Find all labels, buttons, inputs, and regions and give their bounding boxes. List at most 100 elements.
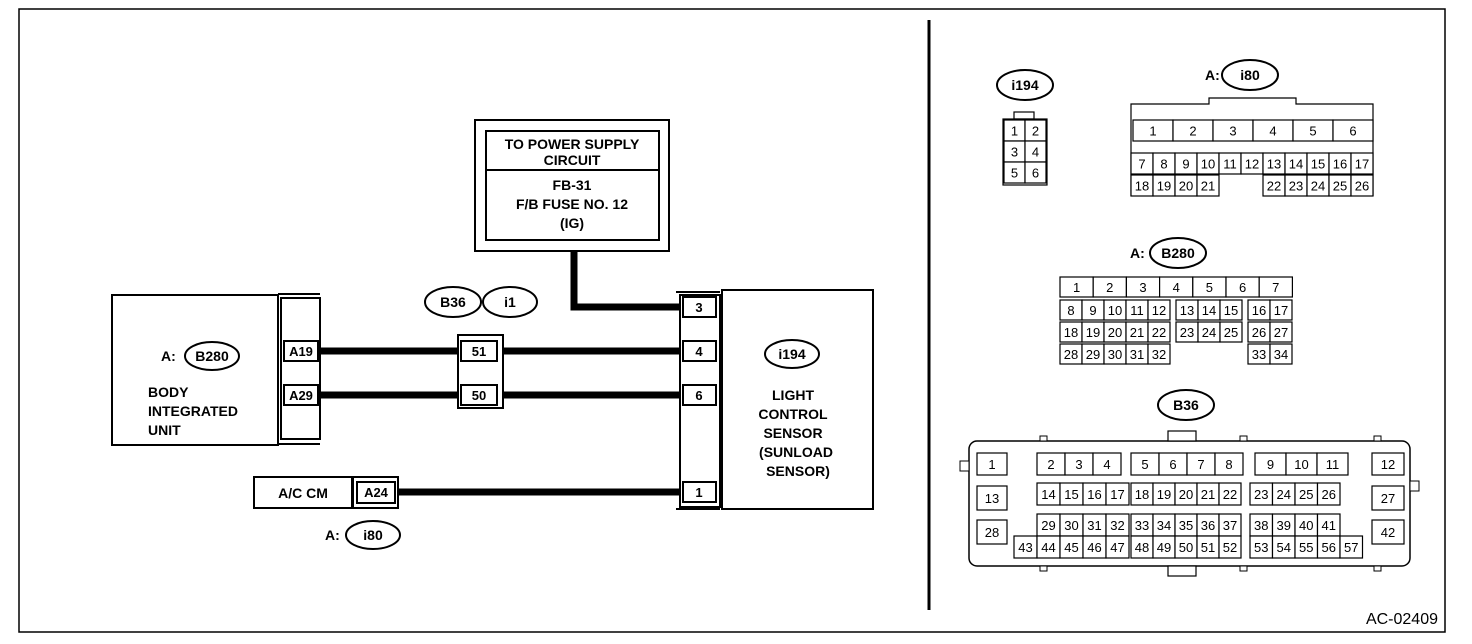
pin-cell	[1024, 161, 1047, 184]
pin-number: 24	[1311, 179, 1325, 194]
pin-cell	[1147, 321, 1171, 343]
connector-i80-oval	[345, 520, 401, 550]
pin-number: 30	[1064, 518, 1078, 533]
power-supply-box: TO POWER SUPPLY CIRCUIT FB-31 F/B FUSE N…	[474, 119, 670, 252]
sensor-name1: LIGHT	[772, 387, 814, 403]
pin-number: 22	[1152, 325, 1166, 340]
pin-cell	[1147, 343, 1171, 365]
pin-cell	[1350, 174, 1374, 197]
pin-number: 12	[1152, 303, 1166, 318]
pin-number: 8	[1067, 303, 1074, 318]
legend-i80-label: i80	[1240, 67, 1260, 83]
pin-number: 9	[1089, 303, 1096, 318]
pin-number: 34	[1274, 347, 1288, 362]
sensor-name4: (SUNLOAD	[759, 444, 833, 460]
pin-number: 24	[1277, 487, 1291, 502]
legend-i194-label: i194	[1011, 77, 1038, 93]
legend-b36-label: B36	[1173, 397, 1199, 413]
pin-number: 2	[1047, 457, 1054, 472]
pin-number: 26	[1252, 325, 1266, 340]
pin-number: 25	[1333, 179, 1347, 194]
body-unit-name1: BODY	[148, 384, 189, 400]
pin-number: 19	[1157, 179, 1171, 194]
body-integrated-unit: A: B280 BODY INTEGRATED UNIT A19 A29	[111, 293, 321, 446]
legend-b280-prefix: A:	[1130, 245, 1145, 261]
pin-number: 51	[1201, 540, 1215, 555]
pin-number: 54	[1277, 540, 1291, 555]
pin-number: 16	[1087, 487, 1101, 502]
pin-number: 44	[1041, 540, 1055, 555]
pin-cell	[1269, 343, 1293, 365]
pin-cell	[976, 452, 1008, 476]
pin-a24-box	[356, 481, 396, 504]
pin-number: 5	[1141, 457, 1148, 472]
pin-number: 15	[1311, 157, 1325, 172]
sensor-name3: SENSOR	[763, 425, 822, 441]
pin-number: 42	[1381, 525, 1395, 540]
pin-number: 23	[1289, 179, 1303, 194]
connector-i1-oval	[482, 286, 538, 318]
pin-number: 20	[1179, 179, 1193, 194]
ac-cm-prefix: A:	[325, 527, 340, 543]
sensor-name5: SENSOR)	[766, 463, 830, 479]
pin-number: 49	[1157, 540, 1171, 555]
pin-number: 22	[1267, 179, 1281, 194]
pin-number: 10	[1201, 157, 1215, 172]
sensor-pin-4: 4	[695, 344, 703, 359]
pin-number: 53	[1254, 540, 1268, 555]
pin-a19: A19	[289, 344, 313, 359]
pin-number: 6	[1169, 457, 1176, 472]
connector-b280-oval	[184, 341, 240, 371]
pin-number: 25	[1299, 487, 1313, 502]
pin-cell	[1269, 321, 1293, 343]
pin-51: 51	[472, 344, 486, 359]
pin-number: 19	[1157, 487, 1171, 502]
pin-number: 10	[1294, 457, 1308, 472]
pin-number: 56	[1322, 540, 1336, 555]
pin-number: 37	[1223, 518, 1237, 533]
pin-number: 33	[1252, 347, 1266, 362]
pin-51-box	[460, 340, 498, 362]
pin-cell	[1316, 452, 1349, 476]
pin-number: 23	[1180, 325, 1194, 340]
pin-number: 20	[1108, 325, 1122, 340]
pin-cell	[1371, 519, 1405, 545]
pin-number: 14	[1041, 487, 1055, 502]
pin-number: 32	[1152, 347, 1166, 362]
pin-cell	[1092, 452, 1122, 476]
legend-b280-label: B280	[1161, 245, 1195, 261]
connector-i194-oval	[764, 339, 820, 369]
pin-number: 16	[1252, 303, 1266, 318]
pin-a29: A29	[289, 388, 313, 403]
pin-number: 11	[1130, 303, 1144, 318]
pin-number: 32	[1110, 518, 1124, 533]
sensor-pin-6: 6	[695, 388, 702, 403]
joint-connector: B36 i1 51 50	[424, 286, 538, 409]
pin-number: 28	[985, 525, 999, 540]
pin-number: 9	[1267, 457, 1274, 472]
pin-cell	[1258, 276, 1293, 298]
pin-cell	[1316, 482, 1341, 506]
pin-3-box	[682, 296, 717, 318]
pin-number: 6	[1239, 280, 1246, 295]
pin-50-box	[460, 384, 498, 406]
pin-number: 3	[1229, 124, 1236, 139]
sensor-pin-3: 3	[695, 300, 702, 315]
pin-number: 6	[1032, 166, 1039, 181]
pin-number: 3	[1139, 280, 1146, 295]
pin-number: 57	[1344, 540, 1358, 555]
pin-1-box	[682, 481, 717, 503]
pin-number: 21	[1201, 179, 1215, 194]
ac-cm-name: A/C CM	[278, 485, 328, 501]
pin-number: 28	[1064, 347, 1078, 362]
pin-number: 27	[1274, 325, 1288, 340]
pin-number: 26	[1355, 179, 1369, 194]
pin-number: 3	[1011, 145, 1018, 160]
joint-connector1: B36	[440, 294, 466, 310]
fuse-line3: (IG)	[560, 215, 584, 231]
body-unit-prefix: A:	[161, 348, 176, 364]
pin-number: 5	[1206, 280, 1213, 295]
pin-number: 7	[1272, 280, 1279, 295]
